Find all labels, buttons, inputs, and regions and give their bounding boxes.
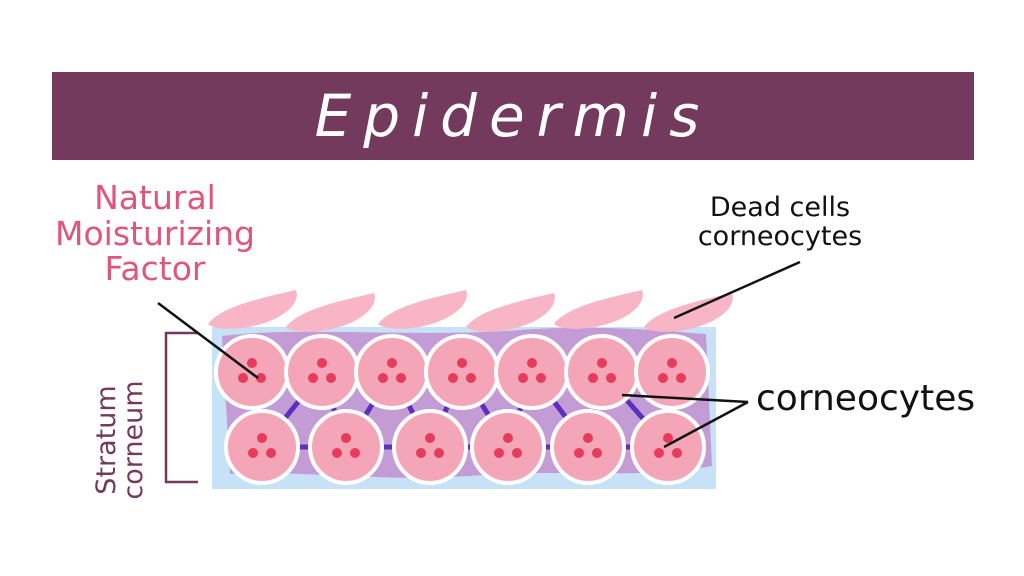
dead-cells-label-line-2: corneocytes — [697, 221, 863, 253]
nmf-label: Natural Moisturizing Factor — [20, 180, 290, 287]
nmf-pointer — [157, 302, 259, 379]
cell-dot — [416, 448, 426, 458]
nmf-label-line-2: Moisturizing — [55, 213, 255, 253]
cell-dot — [527, 358, 537, 368]
corneocyte-cell — [392, 409, 468, 485]
cell-dot — [238, 373, 248, 383]
nmf-label-line-3: Factor — [104, 249, 206, 289]
stratum-bracket — [164, 331, 198, 484]
cell-body — [224, 409, 300, 485]
corneocyte-cell — [630, 409, 706, 485]
dead-cells-label-line-1: Dead cells — [709, 192, 851, 223]
cell-dot — [317, 358, 327, 368]
cell-dot — [597, 358, 607, 368]
cell-dot — [378, 373, 388, 383]
cell-dot — [654, 448, 664, 458]
stratum-label-line-2: corneum — [118, 380, 149, 500]
stratum-label-line-1: Stratum — [91, 385, 122, 495]
cell-dot — [256, 373, 266, 383]
cell-dot — [266, 448, 276, 458]
cell-dot — [466, 373, 476, 383]
cell-dot — [672, 448, 682, 458]
corneocyte-cell — [224, 409, 300, 485]
cell-dot — [387, 358, 397, 368]
corneocytes-pointer-upper — [621, 393, 749, 404]
cell-body — [494, 334, 570, 410]
dead-cell — [378, 290, 467, 329]
cell-body — [392, 409, 468, 485]
cell-body — [634, 334, 710, 410]
corneocyte-cell — [634, 334, 710, 410]
corneocytes-pointer-lower — [663, 400, 749, 449]
cell-body — [424, 334, 500, 410]
cell-dot — [663, 433, 673, 443]
dead-cells-pointer — [673, 260, 801, 320]
nmf-label-line-1: Natural — [94, 178, 216, 217]
cell-dot — [308, 373, 318, 383]
corneocyte-cell — [564, 334, 640, 410]
cell-dot — [574, 448, 584, 458]
cell-dot — [396, 373, 406, 383]
cell-dot — [448, 373, 458, 383]
cell-dot — [588, 373, 598, 383]
stratum-corneum-label: Stratum corneum — [91, 360, 149, 520]
corneocyte-cell — [550, 409, 626, 485]
cell-body — [470, 409, 546, 485]
cell-dot — [247, 358, 257, 368]
cell-dot — [536, 373, 546, 383]
page-title: Epidermis — [314, 82, 712, 150]
dead-cells-group — [208, 290, 733, 332]
cell-dot — [503, 433, 513, 443]
corneocyte-cell — [424, 334, 500, 410]
cell-body — [564, 334, 640, 410]
cell-dot — [457, 358, 467, 368]
dead-cell — [208, 290, 297, 329]
cell-body — [550, 409, 626, 485]
cell-dot — [425, 433, 435, 443]
cell-dot — [434, 448, 444, 458]
cell-dot — [257, 433, 267, 443]
cell-dot — [676, 373, 686, 383]
cell-dot — [583, 433, 593, 443]
cell-dot — [518, 373, 528, 383]
cell-body — [308, 409, 384, 485]
corneocytes-group — [214, 334, 710, 485]
dead-cells-label: Dead cells corneocytes — [640, 193, 920, 251]
cell-dot — [658, 373, 668, 383]
dead-cell — [286, 293, 375, 332]
corneocyte-cell — [494, 334, 570, 410]
cell-body — [284, 334, 360, 410]
title-banner: Epidermis — [52, 72, 974, 160]
cell-body — [630, 409, 706, 485]
cell-dot — [350, 448, 360, 458]
cell-dot — [341, 433, 351, 443]
cell-body — [354, 334, 430, 410]
corneocyte-cell — [470, 409, 546, 485]
corneocytes-label: corneocytes — [756, 378, 976, 419]
cell-dot — [592, 448, 602, 458]
cell-dot — [606, 373, 616, 383]
cell-dot — [512, 448, 522, 458]
dead-cell — [554, 290, 643, 329]
cell-dot — [248, 448, 258, 458]
cell-dot — [494, 448, 504, 458]
cell-dot — [332, 448, 342, 458]
dead-cell — [466, 293, 555, 332]
cell-dot — [326, 373, 336, 383]
corneocyte-cell — [354, 334, 430, 410]
corneocyte-cell — [284, 334, 360, 410]
cell-dot — [667, 358, 677, 368]
corneocyte-cell — [308, 409, 384, 485]
